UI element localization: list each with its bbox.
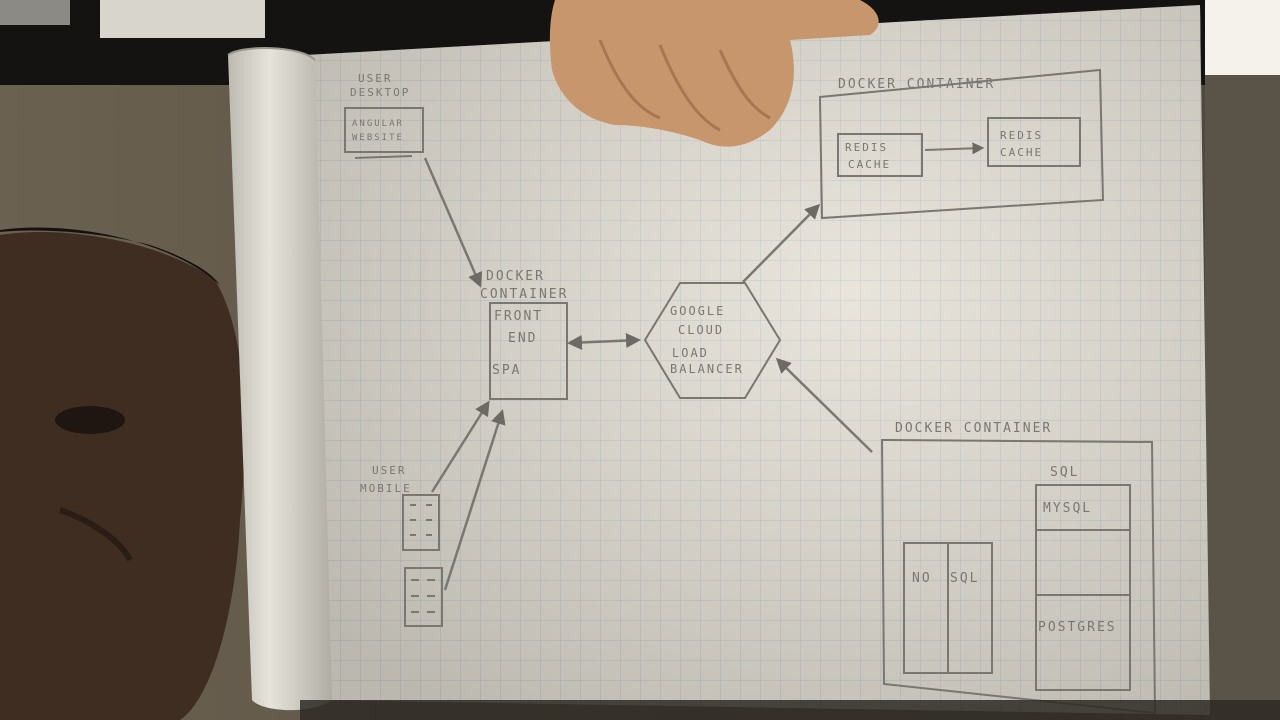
roll-edge: [227, 47, 316, 61]
user-mobile: USER MOBILE: [360, 464, 443, 627]
mysql-text: MYSQL: [1043, 501, 1092, 516]
redis-text-2: CACHE: [848, 158, 891, 171]
phone-1-icons: [410, 504, 432, 536]
desktop-screen: [344, 107, 424, 153]
person-nose: [59, 507, 133, 562]
frontend-box-text-3: SPA: [492, 363, 521, 378]
load-balancer: GOOGLE CLOUD LOAD BALANCER: [643, 282, 782, 399]
person-hair: [0, 227, 220, 285]
lb-text-1: GOOGLE: [670, 304, 725, 318]
redis-text-1: REDIS: [845, 141, 888, 154]
user-desktop: USER DESKTOP ANGULAR WEBSITE: [344, 72, 424, 159]
user-mobile-label-2: MOBILE: [360, 482, 412, 495]
arrow-lb-to-cache: [742, 203, 821, 283]
redis-sync-arrow: [924, 142, 985, 155]
mobile-phone-1: [402, 494, 440, 551]
redis-replica-box: [987, 117, 1081, 167]
frontend-box: [489, 302, 568, 400]
sql-box: [1035, 484, 1131, 691]
finger-crease-1: [598, 39, 661, 120]
person-eye: [55, 406, 125, 434]
lb-text-4: BALANCER: [670, 362, 744, 376]
user-desktop-label-2: DESKTOP: [350, 86, 410, 99]
desktop-screen-text-1: ANGULAR: [352, 119, 404, 129]
frontend-header-1: DOCKER: [486, 269, 545, 284]
user-desktop-label-1: USER: [358, 72, 393, 85]
sql-label: SQL: [1050, 465, 1079, 480]
bright-window: [1205, 0, 1280, 75]
arrow-mobile1-to-frontend: [430, 400, 490, 493]
nosql-text-right: SQL: [950, 571, 979, 586]
desktop-stand: [354, 155, 413, 159]
desktop-screen-text-2: WEBSITE: [352, 133, 404, 143]
cache-header: DOCKER CONTAINER: [838, 77, 995, 92]
mobile-phone-2: [404, 567, 443, 627]
background-paper-note: [100, 0, 265, 38]
redis-replica-text-1: REDIS: [1000, 129, 1043, 142]
connections: [423, 157, 873, 591]
nosql-text-left: NO: [912, 571, 932, 586]
postgres-text: POSTGRES: [1038, 620, 1117, 635]
lb-text-3: LOAD: [672, 346, 709, 360]
finger-crease-3: [718, 49, 771, 120]
arrow-desktop-to-frontend: [423, 157, 483, 288]
cache-container-box: [818, 68, 1105, 220]
right-wall: [1205, 75, 1280, 720]
lb-text-2: CLOUD: [678, 323, 724, 337]
redis-cache-box: [837, 133, 923, 177]
frontend-container: DOCKER CONTAINER FRONT END SPA: [480, 269, 568, 400]
load-balancer-hexagon: [643, 282, 782, 399]
frontend-box-text-2: END: [508, 331, 537, 346]
notebook-roll: [228, 48, 332, 711]
user-mobile-label-1: USER: [372, 464, 407, 477]
person-face: [0, 232, 245, 720]
redis-replica-text-2: CACHE: [1000, 146, 1043, 159]
db-header: DOCKER CONTAINER: [895, 421, 1052, 436]
hand: [549, 0, 879, 147]
frontend-box-text-1: FRONT: [494, 309, 543, 324]
background-object: [0, 0, 70, 25]
phone-2-icons: [411, 579, 435, 613]
paper-shading: [305, 5, 1210, 715]
frontend-header-2: CONTAINER: [480, 287, 568, 302]
cache-container: DOCKER CONTAINER REDIS CACHE REDIS CACHE: [818, 68, 1105, 220]
arrow-lb-to-db: [775, 357, 873, 453]
bottom-shadow: [300, 700, 1280, 720]
arrow-mobile2-to-frontend: [443, 409, 506, 591]
finger-crease-2: [658, 44, 721, 132]
arrow-frontend-lb: [567, 333, 641, 350]
